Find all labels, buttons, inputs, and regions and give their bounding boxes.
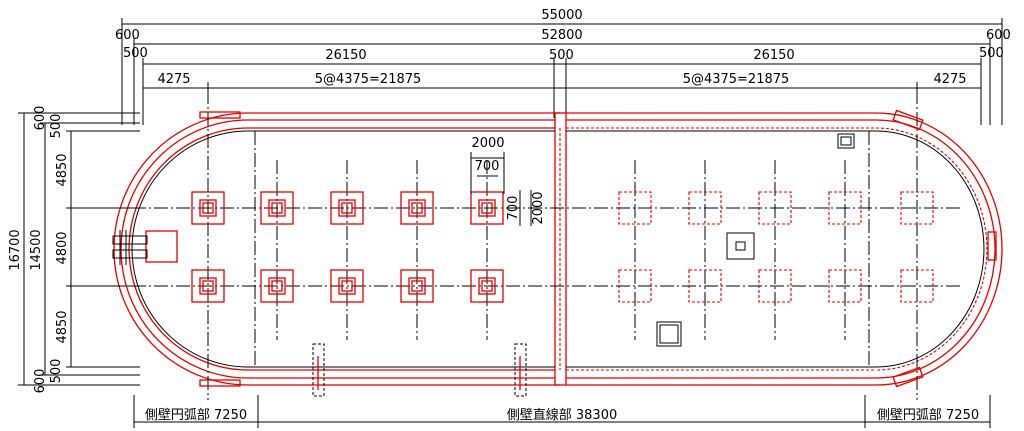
equipment: [112, 109, 997, 397]
dim-bay-left: 5@4375=21875: [315, 72, 422, 87]
dim-end-gap-left: 600: [115, 28, 140, 43]
footing-column: [338, 277, 356, 295]
footing: [470, 191, 504, 225]
footing-column-inner: [271, 280, 283, 292]
dim-inner-height: 14500: [29, 229, 44, 270]
bottom-dimensions: 側壁円弧部 7250 側壁直線部 38300 側壁円弧部 7250: [133, 395, 991, 428]
label-arc-left: 側壁円弧部 7250: [145, 408, 247, 423]
footing: [191, 191, 225, 225]
dim-v-top-600: 600: [33, 106, 48, 131]
dim-inner-length: 52800: [541, 28, 582, 43]
dim-half-right: 26150: [753, 48, 794, 63]
footing-column-inner: [481, 202, 493, 214]
dim-overall-height: 16700: [8, 229, 23, 270]
footing: [400, 269, 434, 303]
dim-end-gap-right: 600: [986, 28, 1011, 43]
footing-dashed: [688, 191, 722, 225]
footing: [260, 191, 294, 225]
footing-dashed: [688, 269, 722, 303]
dim-row-mid: 4800: [55, 231, 70, 264]
detail-700-h: 700: [475, 159, 500, 174]
dim-v-top-500: 500: [49, 114, 64, 139]
dim-v-bot-600: 600: [33, 369, 48, 394]
footing-column: [199, 199, 217, 217]
footing-column: [478, 199, 496, 217]
dim-overall-length: 55000: [541, 8, 582, 23]
footing-dashed: [900, 269, 934, 303]
footing-dashed: [828, 191, 862, 225]
detail-2000-h: 2000: [471, 136, 504, 151]
footing-column-inner: [202, 280, 214, 292]
dim-wall-center: 500: [549, 48, 574, 63]
footing-column-inner: [341, 280, 353, 292]
dim-row-bottom: 4850: [55, 310, 70, 343]
footing-column: [268, 199, 286, 217]
tank-outline: [113, 112, 1003, 386]
left-dimensions: 16700 14500 4850 4800 4850 600 500 500 6…: [8, 106, 140, 394]
footing-column: [408, 199, 426, 217]
top-dimensions: 55000 52800 600 600 26150 26150 500 500 …: [115, 8, 1011, 125]
footing: [470, 269, 504, 303]
footing-dashed: [758, 191, 792, 225]
dim-wall-left: 500: [123, 46, 148, 61]
label-arc-right: 側壁円弧部 7250: [877, 408, 979, 423]
footing: [400, 191, 434, 225]
footing: [330, 269, 364, 303]
footing-column: [199, 277, 217, 295]
footing-column: [408, 277, 426, 295]
footing-column-inner: [341, 202, 353, 214]
dim-row-top: 4850: [55, 153, 70, 186]
footing-column-inner: [411, 202, 423, 214]
column-footings: [191, 191, 934, 303]
footing-column-inner: [411, 280, 423, 292]
footing-column: [478, 277, 496, 295]
detail-2000-v: 2000: [531, 191, 546, 224]
footing-dashed: [900, 191, 934, 225]
footing-dashed: [758, 269, 792, 303]
footing-column: [338, 199, 356, 217]
dim-bay-right: 5@4375=21875: [683, 72, 790, 87]
footing-column-inner: [202, 202, 214, 214]
dim-edge-left: 4275: [157, 72, 190, 87]
dim-half-left: 26150: [325, 48, 366, 63]
footing-dashed: [618, 191, 652, 225]
footing: [330, 191, 364, 225]
structure-lines: [131, 130, 985, 368]
footing: [191, 269, 225, 303]
grid-lines: [110, 90, 960, 400]
footing: [260, 269, 294, 303]
footing-column: [268, 277, 286, 295]
label-straight: 側壁直線部 38300: [507, 407, 618, 423]
footing-dashed: [828, 269, 862, 303]
footing-column-inner: [271, 202, 283, 214]
footing-dashed: [618, 269, 652, 303]
dim-wall-right: 500: [979, 46, 1004, 61]
footing-detail-dimensions: 2000 700 700 2000: [470, 136, 546, 226]
footing-column-inner: [481, 280, 493, 292]
dim-v-bot-500: 500: [49, 359, 64, 384]
detail-700-v: 700: [506, 196, 521, 221]
dim-edge-right: 4275: [933, 72, 966, 87]
